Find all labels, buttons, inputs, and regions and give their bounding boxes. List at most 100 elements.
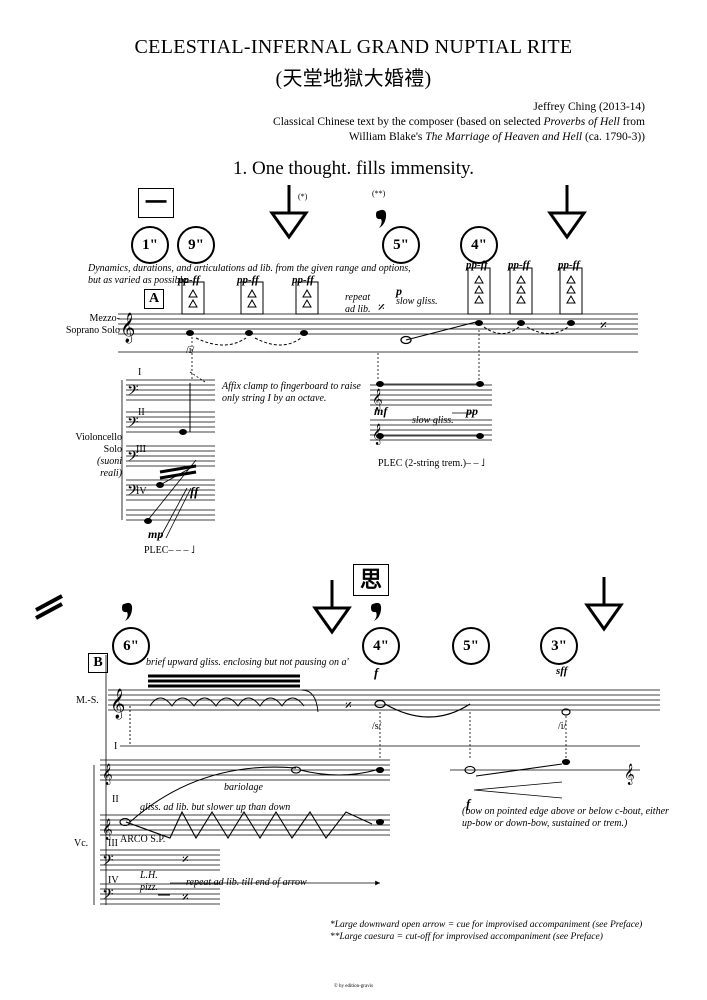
duration-circle: 9" xyxy=(177,226,215,264)
dynamic-mark: pp-ff xyxy=(466,259,488,271)
repeat-sign-icon: 𝄎 xyxy=(345,699,352,714)
caesura-icon xyxy=(122,602,133,621)
caesura-icon xyxy=(376,209,387,228)
svg-text:𝄞: 𝄞 xyxy=(102,819,113,840)
hairpin xyxy=(473,781,563,799)
string-label: II xyxy=(112,794,119,805)
duration-circle: 5" xyxy=(382,226,420,264)
pizz-instruction: L.H. pizz. xyxy=(140,870,159,893)
footnote-marker-star: (*) xyxy=(298,192,308,201)
gliss-instruction: slow gliss. xyxy=(412,415,454,426)
duration-circle: 6" xyxy=(112,627,150,665)
svg-text:𝄢: 𝄢 xyxy=(102,886,114,907)
dynamic-mark: mp xyxy=(148,527,164,541)
staff-label-cello: Vc. xyxy=(74,838,89,849)
footnote-1: *Large downward open arrow = cue for imp… xyxy=(330,920,643,930)
movement-title: 1. One thought. fills immensity. xyxy=(232,158,474,179)
svg-text:𝄢: 𝄢 xyxy=(102,852,114,873)
duration-circle: 5" xyxy=(452,627,490,665)
whole-note-a xyxy=(400,335,412,345)
gliss-instruction: gliss. ad lib. but slower up than down xyxy=(140,802,291,813)
repeat-instruction: repeat ad lib. till end of arrow xyxy=(186,877,307,888)
repeat-sign-icon: 𝄎 xyxy=(182,853,189,868)
section-char-box: 一 xyxy=(138,188,174,218)
text-credit-line-1: Classical Chinese text by the composer (… xyxy=(273,116,645,128)
svg-text:𝄞: 𝄞 xyxy=(624,764,635,785)
footnote-marker-dstar: (**) xyxy=(372,189,386,198)
string-label: I xyxy=(114,741,118,752)
string-label: II xyxy=(138,407,145,418)
rehearsal-mark-b: B xyxy=(88,653,108,673)
plucking-instruction: PLEC– – – ˩ xyxy=(144,545,195,556)
system-separator-icon xyxy=(35,594,63,620)
dynamic-mark: pp-ff xyxy=(508,259,530,271)
string-label: III xyxy=(136,444,146,455)
slur-a xyxy=(195,326,569,346)
phoneme-label: /s/ xyxy=(372,721,382,732)
dynamic-mark: pp-ff xyxy=(237,274,259,286)
section-char-box: 思 xyxy=(353,564,389,596)
dynamic-mark: f xyxy=(374,665,379,680)
cello-notes-a xyxy=(144,330,484,524)
text-credit-line-2: William Blake's The Marriage of Heaven a… xyxy=(348,131,645,143)
dynamic-mark: sff xyxy=(556,665,568,677)
phoneme-label: /i/ xyxy=(558,721,567,732)
noteheads-a xyxy=(186,320,575,336)
cue-arrow-icon xyxy=(547,185,587,240)
copyright: © by edition-gravis xyxy=(333,984,374,989)
cue-arrow-icon xyxy=(269,185,309,240)
staff-label-mezzo: M.-S. xyxy=(76,695,99,706)
mezzo-staff-b xyxy=(105,655,660,905)
repeat-instruction: repeat ad lib. xyxy=(345,292,371,315)
dynamic-mark: pp xyxy=(466,404,478,418)
piece-subtitle: (天堂地獄大婚禮) xyxy=(275,68,432,90)
repeat-sign-icon: 𝄎 xyxy=(600,319,607,334)
duration-circle: 1" xyxy=(131,226,169,264)
dynamic-mark: pp-ff xyxy=(558,259,580,271)
bowing-note: (bow on pointed edge above or below c-bo… xyxy=(462,806,669,829)
string-label: IV xyxy=(108,875,119,886)
cello-staves-a xyxy=(121,379,492,521)
cello-staves-b xyxy=(93,759,640,905)
piece-title: CELESTIAL-INFERNAL GRAND NUPTIAL RITE xyxy=(134,36,573,58)
dynamic-mark: f xyxy=(466,796,471,811)
duration-circle: 3" xyxy=(540,627,578,665)
treble-clef-icon: 𝄞 xyxy=(110,688,125,720)
string-label: IV xyxy=(136,486,147,497)
bowing-instruction: ARCO S.P. xyxy=(120,834,166,845)
dynamic-mark: p xyxy=(396,284,402,298)
performance-instruction: Dynamics, durations, and articulations a… xyxy=(88,263,411,286)
gliss-instruction: brief upward gliss. enclosing but not pa… xyxy=(146,657,349,668)
dynamic-mark: mf xyxy=(374,404,388,418)
cello-notes-b xyxy=(119,758,571,896)
cue-arrow-icon xyxy=(312,580,352,635)
ms-notes-b xyxy=(374,699,571,760)
dynamic-mark: ff xyxy=(190,484,199,499)
plucking-instruction: PLEC (2-string trem.)– – ˩ xyxy=(378,458,485,469)
svg-text:𝄢: 𝄢 xyxy=(127,448,139,469)
duration-circle: 4" xyxy=(362,627,400,665)
composer-credit: Jeffrey Ching (2013-14) xyxy=(533,101,645,113)
dynamic-mark: pp-ff xyxy=(178,274,200,286)
svg-text:𝄞: 𝄞 xyxy=(372,389,383,410)
dynamic-mark: pp-ff xyxy=(292,274,314,286)
repeat-sign-icon: 𝄎 xyxy=(378,301,385,316)
credits-block: Jeffrey Ching (2013-14) Classical Chines… xyxy=(273,100,645,145)
string-label: I xyxy=(138,367,142,378)
svg-text:𝄢: 𝄢 xyxy=(127,482,139,503)
treble-clef-icon: 𝄞 xyxy=(120,312,135,344)
note-stacks-a xyxy=(181,267,583,315)
gliss-figure-b xyxy=(129,674,319,745)
gliss-instruction: slow gliss. xyxy=(396,296,438,307)
technique-label: bariolage xyxy=(224,782,263,793)
svg-text:𝄢: 𝄢 xyxy=(127,382,139,403)
footnotes: *Large downward open arrow = cue for imp… xyxy=(330,919,642,943)
string-label: III xyxy=(108,838,118,849)
staff-label-cello: Violoncello Solo xyxy=(75,432,122,455)
footnote-2: **Large caesura = cut-off for improvised… xyxy=(330,932,603,942)
clef-icons-b: 𝄞𝄞 𝄢𝄢 𝄞 xyxy=(102,764,635,907)
staff-label-mezzo: Mezzo-Soprano Solo xyxy=(65,313,120,336)
caesura-icon xyxy=(371,602,382,621)
svg-text:𝄢: 𝄢 xyxy=(127,414,139,435)
